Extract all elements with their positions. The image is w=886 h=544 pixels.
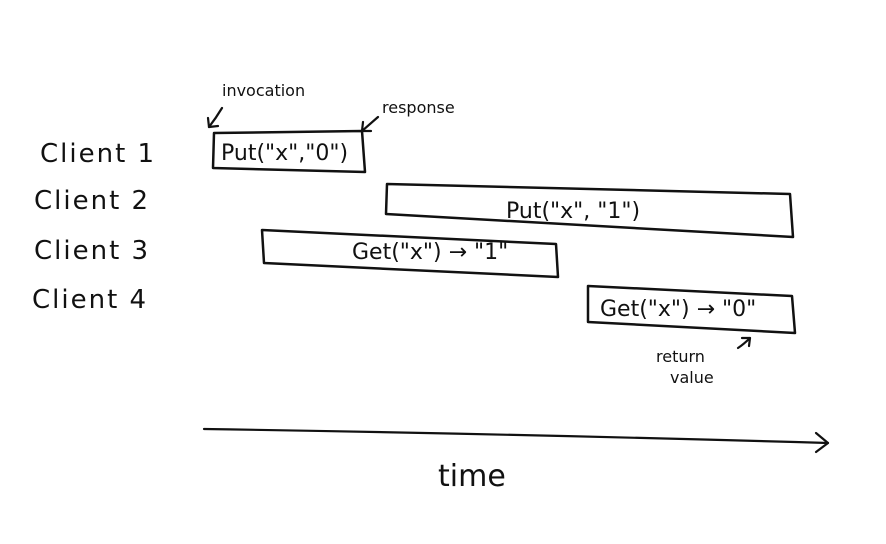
client-2-operation-box xyxy=(384,182,795,239)
client-2-label: Client 2 xyxy=(34,186,150,216)
invocation-annotation: invocation xyxy=(222,81,305,100)
client-1-label: Client 1 xyxy=(40,139,156,169)
client-3-operation: Get("x") → "1" xyxy=(260,228,560,279)
client-2-operation: Put("x", "1") xyxy=(384,182,795,239)
client-1-operation-box xyxy=(211,129,367,174)
return-value-annotation-line2: value xyxy=(670,368,714,387)
client-1-operation: Put("x","0") xyxy=(211,129,367,174)
client-3-label: Client 3 xyxy=(34,236,150,266)
time-axis-label: time xyxy=(438,459,506,494)
response-annotation: response xyxy=(382,98,455,117)
client-4-operation-text: Get("x") → "0" xyxy=(600,297,756,322)
client-4-label: Client 4 xyxy=(32,285,148,315)
client-4-operation: Get("x") → "0" xyxy=(586,284,797,335)
response-arrow-icon xyxy=(360,115,380,133)
time-axis-arrow xyxy=(202,427,830,454)
client-4-operation-box xyxy=(586,284,797,335)
return-value-annotation-line1: return xyxy=(656,347,705,366)
client-1-operation-text: Put("x","0") xyxy=(221,141,348,166)
client-2-operation-text: Put("x", "1") xyxy=(506,199,640,224)
return-value-arrow-icon xyxy=(736,336,752,350)
invocation-arrow-icon xyxy=(206,106,224,129)
client-3-operation-box xyxy=(260,228,560,279)
client-3-operation-text: Get("x") → "1" xyxy=(352,240,508,265)
